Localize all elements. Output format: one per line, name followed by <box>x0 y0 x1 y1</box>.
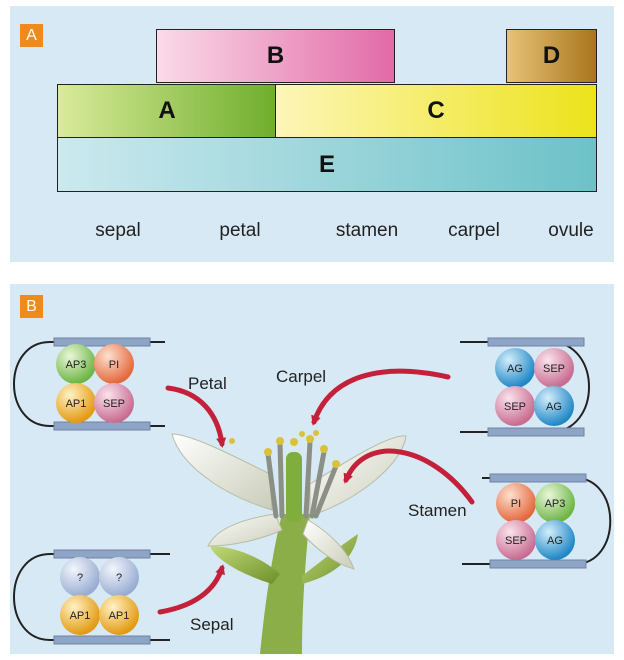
organ-label-stamen: stamen <box>336 220 398 242</box>
bar-d: D <box>506 29 597 83</box>
bar-e: E <box>57 137 597 192</box>
bar-d-label: D <box>543 42 560 70</box>
panel-a-badge: A <box>20 24 43 47</box>
bar-a-label: A <box>158 97 175 125</box>
petal-lower-left <box>208 514 282 546</box>
bar-b-label: B <box>267 42 284 70</box>
bar-c: C <box>275 84 597 138</box>
protein-label: SEP <box>543 363 565 375</box>
quartet-sepal: ? ? AP1 AP1 <box>14 550 170 644</box>
label-carpel: Carpel <box>276 367 326 386</box>
quartet-stamen: PI AP3 SEP AG <box>462 474 610 568</box>
protein-label: ? <box>77 572 83 584</box>
protein-label: PI <box>511 498 521 510</box>
panel-b-drawing: AP3 PI AP1 SEP AG SEP SEP AG <box>10 284 614 654</box>
protein-label: AG <box>507 363 523 375</box>
dna-loop-petal <box>14 342 50 426</box>
bar-a: A <box>57 84 277 138</box>
protein-label: AP1 <box>70 610 91 622</box>
arrow-sepal <box>160 568 222 612</box>
protein-label: AP3 <box>545 498 566 510</box>
bar-c-label: C <box>427 97 444 125</box>
panel-a-abcde-model: A B D A C E sepal petal stamen carpel ov… <box>10 6 614 262</box>
carpel-pistil <box>286 452 302 522</box>
protein-label: SEP <box>103 398 125 410</box>
quartet-carpel: AG SEP SEP AG <box>460 338 589 436</box>
quartet-petal: AP3 PI AP1 SEP <box>14 338 165 430</box>
dna-loop-sepal <box>14 554 50 640</box>
organ-label-ovule: ovule <box>548 220 593 242</box>
protein-label: SEP <box>505 535 527 547</box>
label-sepal: Sepal <box>190 615 233 634</box>
organ-label-petal: petal <box>219 220 260 242</box>
protein-label: AP3 <box>66 359 87 371</box>
organ-label-sepal: sepal <box>95 220 140 242</box>
panel-b-floral-quartets: B <box>10 284 614 654</box>
bar-e-label: E <box>319 151 335 179</box>
organ-label-carpel: carpel <box>448 220 500 242</box>
arrow-carpel <box>314 371 448 422</box>
sepal-leaf-left <box>210 546 280 584</box>
dna-loop-stamen <box>575 478 610 564</box>
protein-label: ? <box>116 572 122 584</box>
protein-label: AG <box>546 401 562 413</box>
protein-label: PI <box>109 359 119 371</box>
protein-label: AP1 <box>109 610 130 622</box>
protein-label: AG <box>547 535 563 547</box>
protein-label: AP1 <box>66 398 87 410</box>
bar-b: B <box>156 29 395 83</box>
label-petal: Petal <box>188 374 227 393</box>
label-stamen: Stamen <box>408 501 467 520</box>
protein-label: SEP <box>504 401 526 413</box>
